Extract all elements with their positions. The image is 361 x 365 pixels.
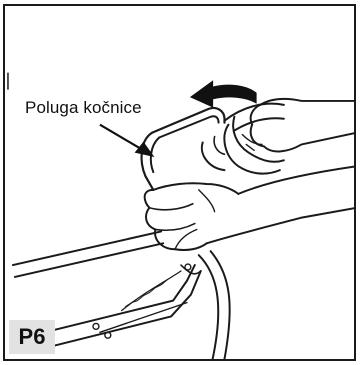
figure-tag: P6 bbox=[9, 320, 55, 354]
callout-label: Poluga kočnice bbox=[25, 98, 142, 118]
brake-lever-illustration bbox=[5, 6, 354, 359]
figure-tag-text: P6 bbox=[19, 324, 46, 350]
figure-frame: Poluga kočnice P6 bbox=[3, 4, 356, 361]
direction-arrow-icon bbox=[191, 81, 256, 107]
